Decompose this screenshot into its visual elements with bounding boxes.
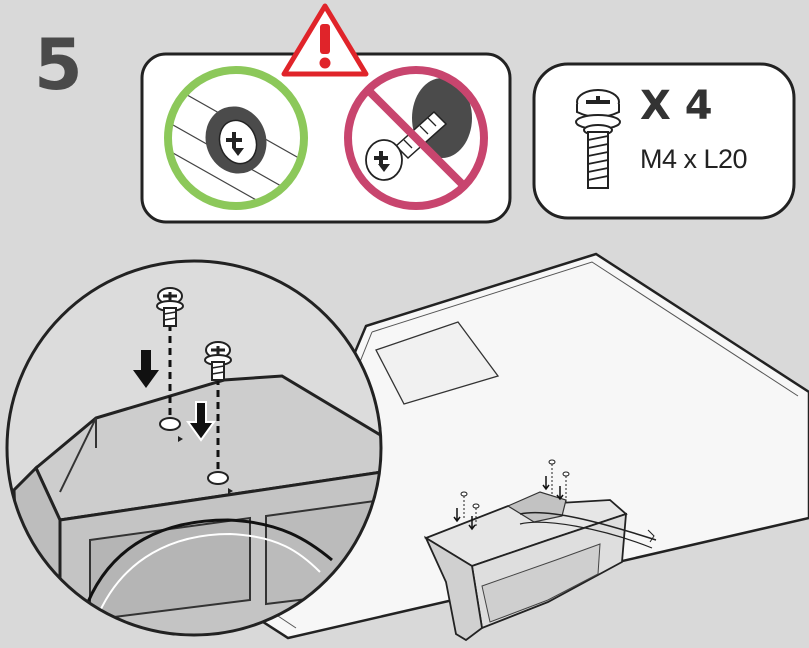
screw-icon <box>204 341 232 381</box>
small-arrow-icon <box>453 508 461 523</box>
step-number: 5 <box>34 24 83 106</box>
small-screw-4 <box>562 471 570 504</box>
correct-screw-seated-flush-icon <box>164 66 308 210</box>
screw-quantity: X 4 <box>640 83 713 129</box>
warning-triangle-icon <box>281 3 369 77</box>
warning-box <box>140 52 512 224</box>
incorrect-screw-not-seated-icon <box>344 66 488 210</box>
arrow-down-icon <box>186 401 216 442</box>
screw-hole <box>159 417 181 431</box>
small-screw-1 <box>460 491 468 520</box>
screw-icon <box>575 89 621 189</box>
stand-bracket <box>423 459 657 642</box>
arrow-down-icon <box>133 350 159 388</box>
small-arrow-icon <box>468 516 476 531</box>
screw-hole <box>207 471 229 485</box>
small-arrow-icon <box>556 486 564 501</box>
small-screw-2 <box>472 503 480 528</box>
screw-icon <box>156 287 184 327</box>
small-arrow-icon <box>542 476 550 491</box>
tv-vesa-recess <box>375 321 500 405</box>
screw-size-label: M4 x L20 <box>640 144 748 174</box>
small-screw-3 <box>548 459 556 494</box>
parts-box <box>532 62 796 220</box>
